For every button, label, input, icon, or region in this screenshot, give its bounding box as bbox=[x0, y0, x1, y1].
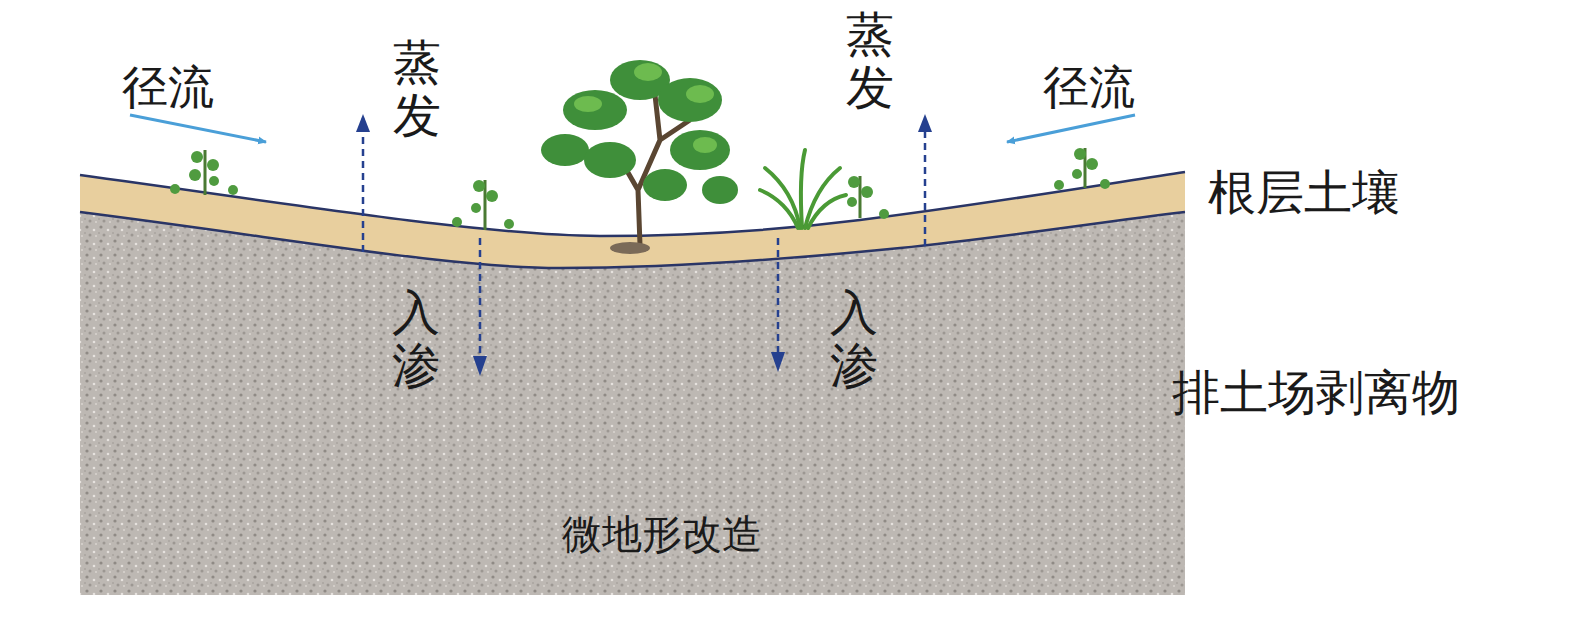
root-soil-band bbox=[80, 172, 1185, 268]
evaporation-arrow bbox=[924, 118, 927, 246]
runoff-label: 径流 bbox=[122, 62, 214, 113]
arrowhead bbox=[918, 114, 932, 132]
layer-label: 排土场剥离物 bbox=[1172, 366, 1460, 419]
arrowhead bbox=[356, 114, 370, 132]
infiltration-label: 入渗 bbox=[830, 286, 878, 392]
infiltration-arrow bbox=[777, 238, 780, 355]
weeds bbox=[170, 148, 1110, 230]
evaporation-arrow bbox=[362, 118, 365, 252]
runoff-label: 径流 bbox=[1043, 62, 1135, 113]
arrowhead bbox=[771, 352, 785, 372]
arrowhead bbox=[473, 356, 487, 376]
evaporation-label: 蒸发 bbox=[846, 8, 894, 114]
runoff-arrow bbox=[1007, 115, 1135, 142]
spoil-body bbox=[80, 212, 1185, 595]
infiltration-label: 入渗 bbox=[392, 286, 440, 392]
infiltration-arrow bbox=[479, 238, 482, 360]
evaporation-label: 蒸发 bbox=[393, 36, 441, 142]
grass bbox=[760, 150, 846, 228]
runoff-arrow bbox=[130, 115, 266, 142]
caption-label: 微地形改造 bbox=[562, 512, 762, 556]
shrub bbox=[541, 60, 738, 254]
soil-boundary bbox=[80, 212, 1185, 268]
layer-label: 根层土壤 bbox=[1208, 166, 1400, 219]
